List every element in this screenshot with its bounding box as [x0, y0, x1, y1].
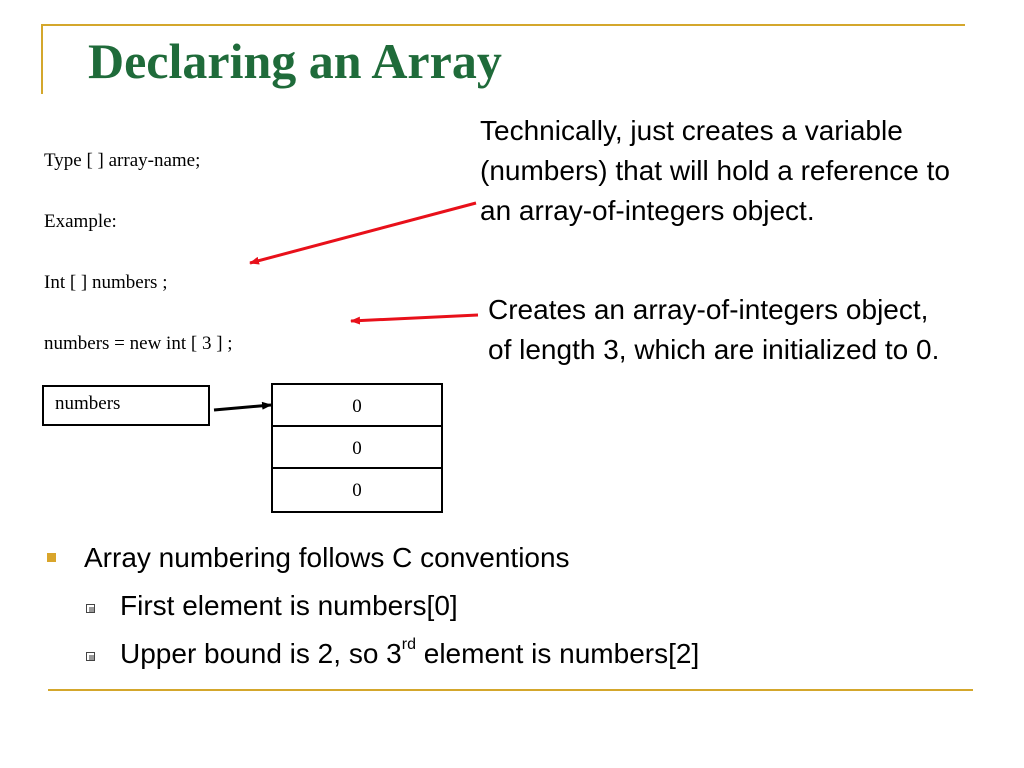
allocation-line: numbers = new int [ 3 ] ; — [44, 333, 233, 354]
reference-arrow — [249, 201, 477, 265]
sub-bullet-item: First element is numbers[0] — [44, 586, 699, 626]
example-label: Example: — [44, 211, 117, 232]
frame-top-line — [41, 24, 965, 26]
variable-box: numbers — [42, 385, 210, 426]
array-cell: 0 — [273, 385, 441, 427]
reference-note: Technically, just creates a variable (nu… — [480, 115, 950, 226]
object-arrow — [350, 313, 479, 325]
sub-bullet-text-post: element is numbers[2] — [415, 638, 700, 669]
pointer-arrow — [213, 401, 272, 412]
bullet-item: Array numbering follows C conventions — [44, 538, 699, 578]
bullet-list: Array numbering follows C conventions Fi… — [44, 538, 699, 674]
sub-bullet-text-pre: Upper bound is 2, so 3 — [120, 638, 402, 669]
array-cell: 0 — [352, 480, 362, 501]
variable-label: numbers — [55, 393, 121, 414]
declaration-line: Int [ ] numbers ; — [44, 272, 168, 293]
frame-vertical-line — [41, 24, 43, 94]
syntax-line: Type [ ] array-name; — [44, 150, 201, 171]
ordinal-suffix: rd — [401, 635, 416, 653]
slide-title: Declaring an Array — [88, 33, 502, 89]
array-cell: 0 — [273, 427, 441, 469]
object-note: Creates an array-of-integers object, of … — [488, 294, 940, 365]
checkbox-bullet-icon — [86, 604, 95, 613]
frame-bottom-line — [48, 689, 973, 691]
checkbox-bullet-icon — [86, 652, 95, 661]
sub-bullet-text: First element is numbers[0] — [120, 590, 458, 621]
array-diagram: 0 0 0 — [271, 383, 443, 513]
bullet-text: Array numbering follows C conventions — [84, 542, 570, 573]
sub-bullet-item: Upper bound is 2, so 3rd element is numb… — [44, 634, 699, 674]
square-bullet-icon — [47, 553, 56, 562]
